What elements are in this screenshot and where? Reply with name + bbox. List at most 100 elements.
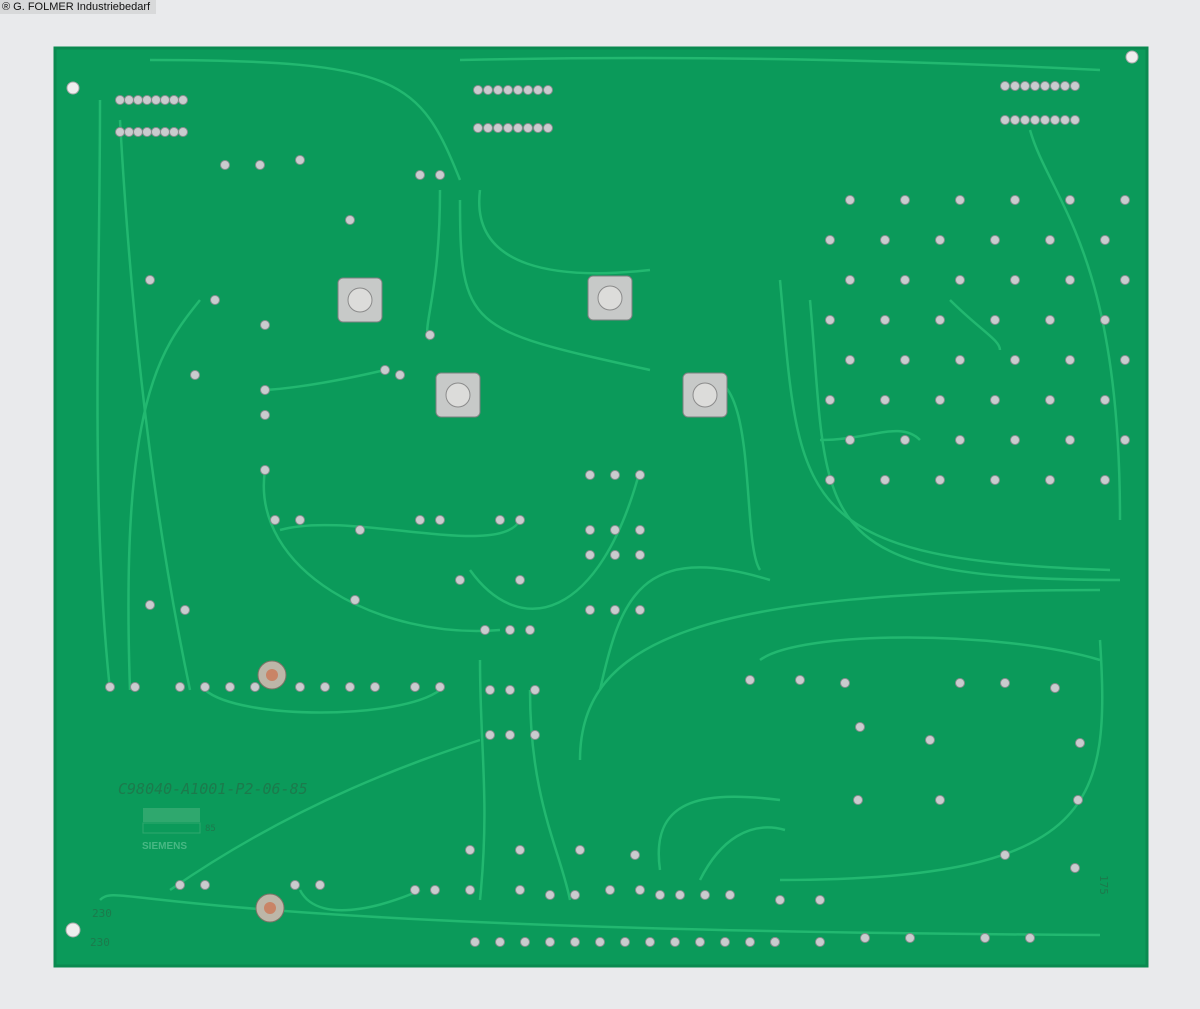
- trace: [458, 199, 651, 372]
- solder-pad: [470, 937, 480, 947]
- solder-pad: [345, 682, 355, 692]
- solder-pad: [900, 435, 910, 445]
- part-number: C98040-A1001-P2-06-85: [118, 780, 308, 798]
- solder-pad: [1065, 275, 1075, 285]
- solder-pad: [1070, 81, 1080, 91]
- solder-pad: [350, 595, 360, 605]
- solder-pad: [345, 215, 355, 225]
- solder-pad: [455, 575, 465, 585]
- trace: [578, 588, 1101, 761]
- solder-pad: [320, 682, 330, 692]
- solder-pad: [533, 85, 543, 95]
- solder-pad: [935, 315, 945, 325]
- solder-pad: [610, 605, 620, 615]
- solder-pad: [990, 315, 1000, 325]
- solder-pad: [435, 682, 445, 692]
- solder-pad: [200, 880, 210, 890]
- silk-label: 230: [90, 936, 110, 949]
- mounting-hole: [66, 81, 80, 95]
- trace: [204, 688, 441, 714]
- solder-pad: [145, 275, 155, 285]
- solder-pad: [545, 890, 555, 900]
- solder-pad: [1060, 115, 1070, 125]
- solder-pad: [503, 123, 513, 133]
- solder-pad: [880, 475, 890, 485]
- solder-pad: [635, 470, 645, 480]
- trace: [1028, 129, 1122, 521]
- solder-pad: [315, 880, 325, 890]
- solder-pad: [990, 475, 1000, 485]
- solder-pad: [610, 525, 620, 535]
- svg-text:85: 85: [205, 824, 216, 834]
- solder-pad: [1025, 933, 1035, 943]
- solder-pad: [880, 315, 890, 325]
- solder-pad: [543, 123, 553, 133]
- solder-pad: [480, 625, 490, 635]
- solder-pad: [935, 475, 945, 485]
- trace: [478, 659, 486, 901]
- solder-pad: [845, 435, 855, 445]
- solder-pad: [990, 235, 1000, 245]
- solder-pad: [415, 170, 425, 180]
- solder-pad: [410, 885, 420, 895]
- solder-pad: [955, 435, 965, 445]
- solder-pad: [1120, 275, 1130, 285]
- solder-pad: [1120, 435, 1130, 445]
- solder-pad: [775, 895, 785, 905]
- solder-pad: [1070, 863, 1080, 873]
- date-code-grid: 85: [142, 808, 216, 834]
- solder-pad: [493, 85, 503, 95]
- solder-pad: [142, 95, 152, 105]
- trace: [759, 636, 1101, 662]
- solder-pad: [210, 295, 220, 305]
- solder-pad: [935, 395, 945, 405]
- solder-pad: [180, 605, 190, 615]
- solder-pad: [505, 730, 515, 740]
- solder-pad: [635, 885, 645, 895]
- solder-pad: [855, 722, 865, 732]
- trace: [819, 429, 921, 442]
- solder-pad: [570, 937, 580, 947]
- solder-pad: [1020, 81, 1030, 91]
- solder-pad: [515, 515, 525, 525]
- solder-pad: [380, 365, 390, 375]
- trace: [149, 58, 462, 181]
- solder-pad: [495, 515, 505, 525]
- solder-pad: [142, 127, 152, 137]
- solder-pad: [635, 605, 645, 615]
- solder-pad: [585, 550, 595, 560]
- solder-pad: [845, 275, 855, 285]
- trace: [949, 299, 1002, 351]
- solder-pad: [1050, 683, 1060, 693]
- solder-pad: [505, 625, 515, 635]
- solder-pad: [720, 937, 730, 947]
- solder-pad: [483, 123, 493, 133]
- solder-pad: [1045, 315, 1055, 325]
- trace: [169, 738, 481, 892]
- solder-pad: [1060, 81, 1070, 91]
- solder-pad: [415, 515, 425, 525]
- solder-pad: [1100, 315, 1110, 325]
- mounting-studs: [255, 275, 728, 923]
- solder-pad: [900, 195, 910, 205]
- solder-pad: [1010, 81, 1020, 91]
- solder-pad: [955, 678, 965, 688]
- trace: [698, 826, 786, 881]
- solder-pad: [845, 355, 855, 365]
- solder-pad: [260, 465, 270, 475]
- solder-pad: [1040, 115, 1050, 125]
- trace: [118, 119, 192, 691]
- solder-pad: [465, 845, 475, 855]
- solder-pad: [575, 845, 585, 855]
- solder-pad: [825, 395, 835, 405]
- trace: [279, 519, 522, 538]
- solder-pad: [675, 890, 685, 900]
- solder-pad: [955, 355, 965, 365]
- solder-pad: [1000, 81, 1010, 91]
- solder-pad: [355, 525, 365, 535]
- copper-traces: [96, 56, 1122, 937]
- solder-pad: [610, 550, 620, 560]
- solder-pad: [124, 127, 134, 137]
- solder-pad: [610, 470, 620, 480]
- solder-pad: [695, 937, 705, 947]
